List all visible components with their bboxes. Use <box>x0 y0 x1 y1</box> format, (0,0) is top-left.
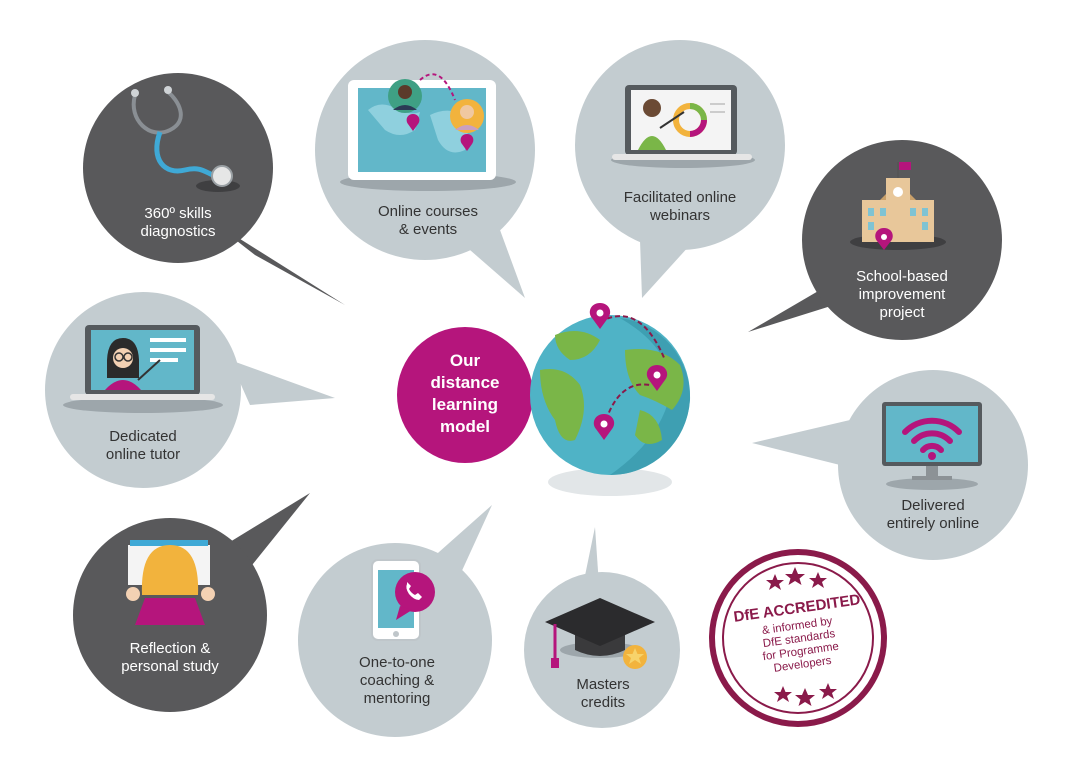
stethoscope-icon <box>131 86 240 192</box>
bubble-online-tutor <box>45 292 335 488</box>
label-line: Facilitated online <box>623 189 737 206</box>
laptop-presenter-icon <box>611 85 755 168</box>
label-line: diagnostics <box>140 223 216 240</box>
monitor-wifi-icon <box>882 402 982 490</box>
bubble-school-project <box>748 140 1002 340</box>
label-line: webinars <box>649 207 711 224</box>
label-line: project <box>879 304 925 321</box>
center-title-line: distance <box>430 373 500 392</box>
reading-person-icon <box>126 540 215 625</box>
stamp-stars-top <box>766 567 827 590</box>
center-title-line: learning <box>431 395 499 414</box>
label-line: entirely online <box>886 515 980 532</box>
bubble-masters <box>524 527 680 728</box>
graduation-cap-icon <box>545 598 655 669</box>
label-line: improvement <box>858 286 946 303</box>
center-model <box>397 303 691 496</box>
label-line: School-based <box>856 268 948 285</box>
center-title-line: Our <box>449 351 481 370</box>
label-masters: Masters credits <box>576 676 629 712</box>
phone-call-icon <box>371 559 435 641</box>
label-line: Masters <box>576 676 630 693</box>
tablet-map-icon <box>340 73 516 191</box>
label-webinars: Facilitated online webinars <box>624 189 737 225</box>
bubble-delivered-online <box>752 370 1028 560</box>
label-line: Dedicated <box>109 428 177 445</box>
label-coaching: One-to-one coaching & mentoring <box>359 654 435 708</box>
label-online-tutor: Dedicated online tutor <box>106 428 180 464</box>
label-line: online tutor <box>105 446 181 463</box>
label-line: 360º skills <box>144 205 212 222</box>
label-skills-diagnostics: 360º skills diagnostics <box>140 205 215 241</box>
laptop-tutor-icon <box>63 325 223 413</box>
bubble-webinars <box>575 40 785 298</box>
label-school-project: School-based improvement project <box>856 268 948 322</box>
label-personal-study: Reflection & personal study <box>121 640 219 676</box>
stamp-stars-bottom <box>774 683 837 706</box>
globe-icon <box>530 303 691 496</box>
school-building-icon <box>850 162 946 250</box>
label-line: Online courses <box>377 203 479 220</box>
center-title-line: model <box>439 417 491 436</box>
bubble-coaching <box>298 505 492 737</box>
dfe-accredited-stamp <box>709 549 887 727</box>
bubble-online-courses <box>315 40 535 298</box>
label-line: Delivered <box>901 497 965 514</box>
bubble-personal-study <box>73 493 310 712</box>
label-delivered-online: Delivered entirely online <box>887 497 980 533</box>
label-line: personal study <box>121 658 219 675</box>
label-line: Reflection & <box>129 640 211 657</box>
label-line: mentoring <box>363 690 431 707</box>
label-line: & events <box>398 221 458 238</box>
center-title: Our distance learning model <box>431 350 500 438</box>
label-line: credits <box>580 694 626 711</box>
label-line: coaching & <box>359 672 435 689</box>
bubble-skills-diagnostics <box>83 73 345 305</box>
label-online-courses: Online courses & events <box>378 203 478 239</box>
label-line: One-to-one <box>359 654 435 671</box>
